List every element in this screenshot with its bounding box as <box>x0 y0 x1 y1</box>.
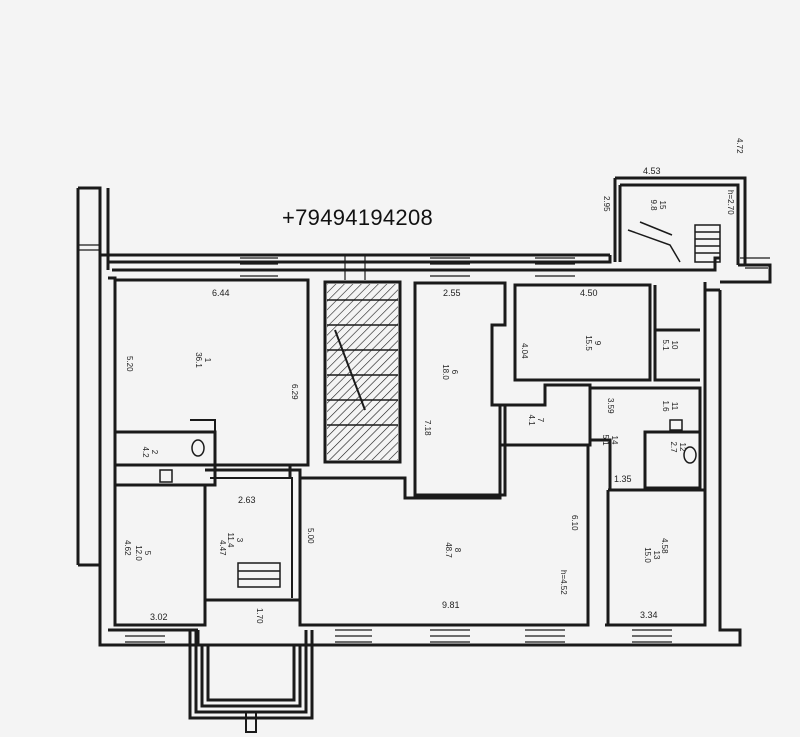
outer-wall-right <box>605 282 720 627</box>
dim-r14-small: 1.35 <box>614 474 632 484</box>
room-number-r10: 10 <box>670 341 679 350</box>
room-number-r6: 6 <box>450 370 459 375</box>
room-area-r13: 15.0 <box>643 547 652 563</box>
dim-r3-width: 2.63 <box>238 495 256 505</box>
dim-r14-side: 3.59 <box>606 398 615 414</box>
stair-annex-step <box>720 263 772 284</box>
room-area-r1: 36.1 <box>194 352 203 368</box>
dim-r9-width: 4.50 <box>580 288 598 298</box>
dim-r6-width: 2.55 <box>443 288 461 298</box>
room-area-r9: 15.5 <box>584 335 593 351</box>
porch-step <box>245 712 257 733</box>
outer-wall-left <box>76 186 102 567</box>
room-label-r1: 136.1 <box>194 352 212 368</box>
room-number-r12: 12 <box>678 443 687 452</box>
dim-r4-width: 3.02 <box>150 612 168 622</box>
contact-phone: +79494194208 <box>282 205 434 230</box>
room-label-r6: 618.0 <box>441 364 459 380</box>
room-7-walls <box>498 383 592 447</box>
dim-r6-height: 7.18 <box>423 420 432 436</box>
dim-stair-height: 2.95 <box>602 196 611 212</box>
room-label-r2: 24.2 <box>141 446 159 458</box>
room-label-r9: 915.5 <box>584 335 602 351</box>
room-number-r1: 1 <box>203 358 212 363</box>
room-label-r14: 145.1 <box>601 434 619 446</box>
room-area-r6: 18.0 <box>441 364 450 380</box>
room-area-r11: 1.6 <box>661 400 670 412</box>
room-number-r9: 9 <box>593 341 602 346</box>
room-area-r12: 2.7 <box>669 441 678 453</box>
room-number-r13: 13 <box>652 551 661 560</box>
dim-stair-h: h=2.70 <box>726 190 735 215</box>
room-area-r3: 11.4 <box>226 533 235 549</box>
room-label-r3: 311.4 <box>226 533 244 549</box>
dim-r9-side: 4.04 <box>520 343 529 359</box>
room-label-r4: 512.0 <box>134 545 152 561</box>
dim-r1-side: 6.29 <box>290 384 299 400</box>
room-number-r8: 8 <box>453 548 462 553</box>
room-area-r4: 12.0 <box>134 545 143 561</box>
room-number-r3: 3 <box>235 538 244 543</box>
toilet-fixture <box>191 439 205 457</box>
room-9-walls <box>513 283 652 382</box>
annex-stair-steps <box>694 224 721 263</box>
dim-r1-height: 5.20 <box>125 356 134 372</box>
room-label-r11: 111.6 <box>661 400 679 412</box>
dim-r13-width: 3.34 <box>640 610 658 620</box>
dim-r3-side: 4.47 <box>218 540 227 556</box>
room-area-r15: 9.8 <box>649 199 658 211</box>
dim-r8-h: h=4.52 <box>559 570 568 595</box>
room-3-inner <box>210 477 293 598</box>
dim-r13-side: 4.58 <box>660 538 669 554</box>
dim-stair-width: 4.53 <box>643 166 661 176</box>
room-area-r10: 5.1 <box>661 339 670 351</box>
room-area-r2: 4.2 <box>141 446 150 458</box>
room-2-inner <box>190 419 216 468</box>
dim-corridor-side: 5.00 <box>306 528 315 544</box>
room-10-walls <box>653 285 700 382</box>
room-number-r4: 5 <box>143 551 152 556</box>
top-wall <box>98 188 612 264</box>
stair-steps-room-3 <box>237 562 281 588</box>
room-area-r7: 4.1 <box>527 414 536 426</box>
staircase-hatching <box>327 284 398 460</box>
room-label-r10: 105.1 <box>661 339 679 351</box>
dim-r2-small: 1.70 <box>255 608 264 624</box>
dim-r8-width: 9.81 <box>442 600 460 610</box>
room-6-walls <box>413 281 507 497</box>
room-label-r15: 159.8 <box>649 199 667 211</box>
toilet-fixture-2 <box>683 446 697 464</box>
room-labels: 136.1 24.2 311.4 512.0 618.0 74.1 848.7 915.5 10… <box>134 199 687 563</box>
room-number-r15: 15 <box>658 201 667 210</box>
room-number-r7: 7 <box>536 418 545 423</box>
dim-r8-side: 6.10 <box>570 515 579 531</box>
annex-ramp <box>627 221 681 263</box>
room-number-r11: 11 <box>670 402 679 411</box>
staircase-walls <box>323 280 402 464</box>
room-label-r13: 1315.0 <box>643 547 661 563</box>
room-8-walls <box>298 443 590 627</box>
room-1-walls <box>113 278 310 467</box>
room-area-r8: 48.7 <box>444 542 453 558</box>
sink-fixture <box>159 469 173 483</box>
room-label-r8: 848.7 <box>444 542 462 558</box>
room-5-walls <box>113 483 207 627</box>
stair-annex-walls <box>613 176 747 265</box>
room-number-r2: 2 <box>150 450 159 455</box>
room-label-r7: 74.1 <box>527 414 545 426</box>
room-12-walls <box>645 430 702 490</box>
dim-r4-height: 4.62 <box>123 540 132 556</box>
dim-r1-width: 6.44 <box>212 288 230 298</box>
dim-top-right: 4.72 <box>735 138 744 154</box>
room-area-r14: 5.1 <box>601 434 610 446</box>
room-13-walls <box>606 488 707 627</box>
room-label-r12: 122.7 <box>669 441 687 453</box>
room-number-r14: 14 <box>610 436 619 445</box>
porch-walls <box>188 630 314 720</box>
windows <box>78 244 770 643</box>
room-3-walls <box>205 468 302 602</box>
sink-fixture-2 <box>669 419 683 431</box>
